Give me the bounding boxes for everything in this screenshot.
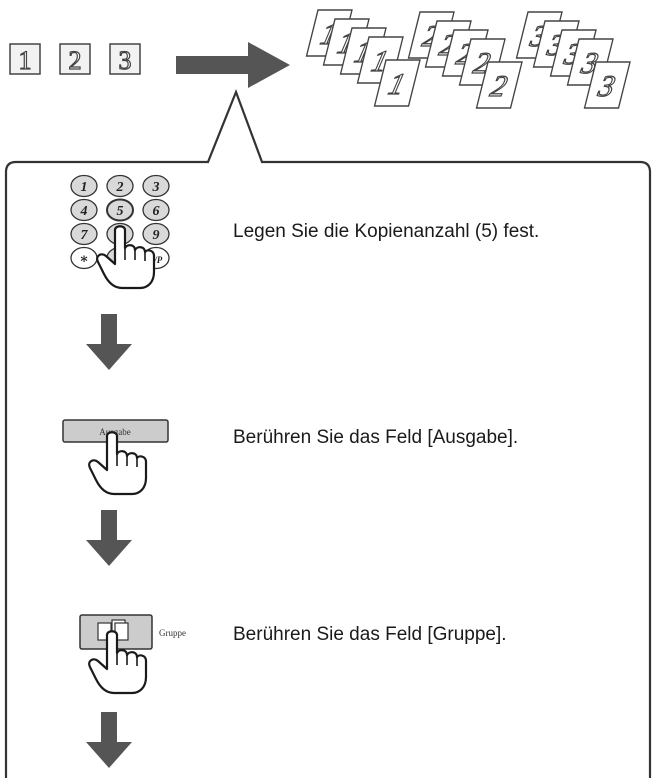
- keypad-key[interactable]: 3: [142, 174, 170, 198]
- output-sheet: 2: [475, 61, 523, 109]
- keypad-key-label: 1: [81, 180, 88, 195]
- original-page-number: 1: [19, 46, 32, 75]
- original-page-number: 3: [119, 46, 132, 75]
- output-sheet: 1: [373, 59, 421, 107]
- keypad-key[interactable]: 7: [70, 222, 98, 246]
- output-sheet: 3: [583, 61, 631, 109]
- keypad-key[interactable]: 5: [106, 198, 134, 222]
- right-arrow-icon: [176, 42, 290, 88]
- keypad-key-label: 9: [153, 228, 160, 243]
- step-1-instruction: Legen Sie die Kopienanzahl (5) fest.: [233, 221, 540, 242]
- down-arrow-icon: [86, 712, 132, 768]
- step-3-instruction: Berühren Sie das Feld [Gruppe].: [233, 624, 507, 645]
- keypad-key[interactable]: 4: [70, 198, 98, 222]
- keypad-key-label: #/P: [149, 255, 163, 265]
- keypad-key[interactable]: 1: [70, 174, 98, 198]
- keypad-key-label: 4: [80, 204, 88, 219]
- original-page-1: 1: [9, 43, 41, 76]
- keypad-key[interactable]: ∗: [70, 246, 98, 270]
- gruppe-button-label: Gruppe: [159, 628, 186, 638]
- keypad-key-label: 3: [152, 180, 160, 195]
- keypad-key-label: 2: [116, 180, 124, 195]
- keypad-key[interactable]: 2: [106, 174, 134, 198]
- original-page-2: 2: [59, 43, 91, 76]
- keypad-key-label: ∗: [79, 252, 89, 267]
- original-pages: 1 2 3: [9, 43, 141, 76]
- keypad-key[interactable]: 6: [142, 198, 170, 222]
- keypad-key-label: 5: [117, 204, 124, 219]
- keypad-key-label: 7: [81, 228, 89, 243]
- down-arrow-icon: [86, 314, 132, 370]
- keypad-key[interactable]: 9: [142, 222, 170, 246]
- original-page-number: 2: [69, 46, 82, 75]
- callout-frame: [4, 88, 652, 778]
- keypad-key-label: 6: [153, 204, 160, 219]
- gruppe-button[interactable]: Gruppe: [79, 614, 186, 650]
- step-2-instruction: Berühren Sie das Feld [Ausgabe].: [233, 427, 519, 448]
- original-page-3: 3: [109, 43, 141, 76]
- down-arrow-icon: [86, 510, 132, 566]
